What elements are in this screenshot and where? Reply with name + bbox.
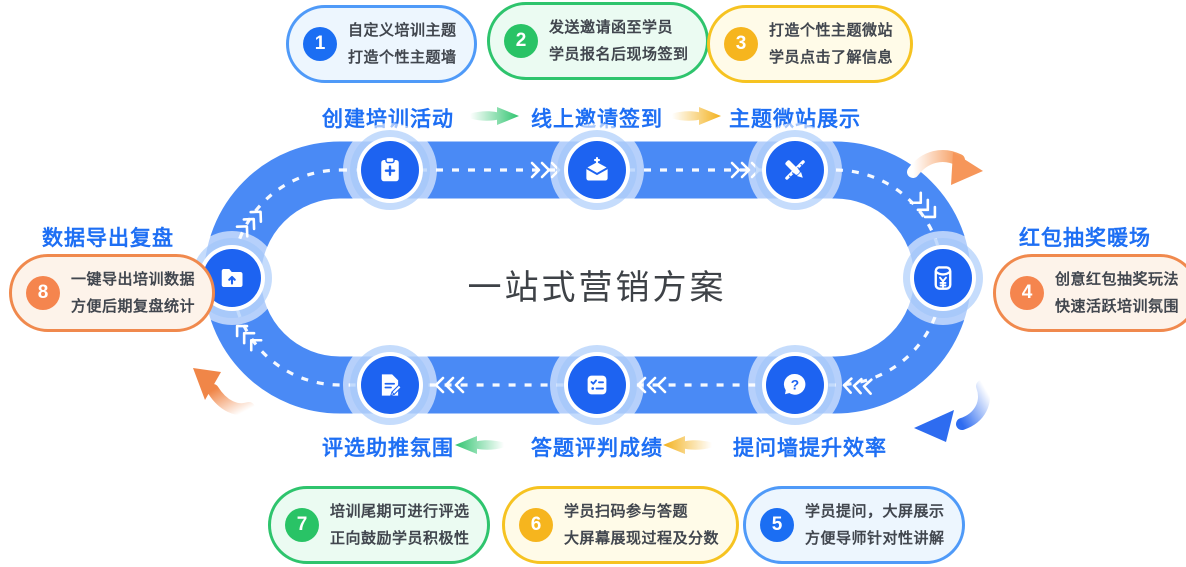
bubble-text-line: 学员扫码参与答题: [564, 503, 689, 520]
bubble-text-line: 学员报名后现场签到: [549, 46, 689, 63]
step-label-red-packet: 红包抽奖暖场: [1019, 227, 1151, 250]
step-number-badge: 3: [724, 27, 758, 61]
bubble-text-line: 学员提问，大屏展示: [805, 503, 945, 520]
question-bubble-icon: ?: [783, 373, 806, 395]
step-label-create-activity: 创建培训活动: [322, 108, 454, 131]
bubble-text-line: 正向鼓励学员积极性: [330, 530, 470, 547]
bubble-text-line: 方便后期复盘统计: [71, 298, 196, 315]
bubble-text-line: 发送邀请函至学员: [549, 19, 674, 36]
clipboard-add-icon: [381, 156, 399, 182]
flow-arrow-right-yellow-icon: [672, 107, 721, 125]
step-number-badge: 4: [1010, 276, 1044, 310]
bubble-step-2: 2 发送邀请函至学员 学员报名后现场签到: [487, 2, 709, 80]
bubble-text-line: 打造个性主题墙: [348, 49, 457, 66]
node-voting: [343, 338, 437, 432]
bubble-text-line: 打造个性主题微站: [769, 22, 894, 39]
node-quiz-score: [550, 338, 644, 432]
track-chevrons: [235, 161, 937, 395]
bubble-step-6: 6 学员扫码参与答题 大屏幕展现过程及分数: [502, 486, 740, 564]
step-number-badge: 6: [519, 508, 553, 542]
page-title: 一站式营销方案: [467, 269, 727, 307]
bubble-text-line: 学员点击了解信息: [769, 49, 894, 66]
step-number-badge: 7: [285, 508, 319, 542]
bubble-step-4: 4 创意红包抽奖玩法 快速活跃培训氛围: [993, 254, 1186, 332]
bubble-step-7: 7 培训尾期可进行评选 正向鼓励学员积极性: [268, 486, 490, 564]
step-label-microsite: 主题微站展示: [729, 108, 861, 131]
red-packet-icon: [934, 266, 952, 290]
step-label-voting: 评选助推氛围: [322, 437, 454, 460]
bubble-step-5: 5 学员提问，大屏展示 方便导师针对性讲解: [743, 486, 965, 564]
bubble-text-line: 自定义培训主题: [348, 22, 457, 39]
bubble-step-1: 1 自定义培训主题 打造个性主题墙: [286, 5, 477, 83]
flow-arrow-left-yellow-icon: [663, 436, 712, 454]
folder-export-icon: [221, 269, 243, 287]
checklist-icon: [587, 375, 607, 395]
step-number-badge: 8: [26, 276, 60, 310]
flow-arrow-left-green-icon: [455, 436, 504, 454]
node-online-signin: [550, 123, 644, 217]
chevron-right-icon: [909, 191, 937, 219]
document-edit-icon: [381, 374, 402, 397]
bubble-step-8: 8 一键导出培训数据 方便后期复盘统计: [9, 254, 216, 332]
bubble-step-3: 3 打造个性主题微站 学员点击了解信息: [707, 5, 914, 83]
node-microsite: [748, 123, 842, 217]
node-question-wall: ?: [748, 338, 842, 432]
curved-arrow-orange-icon: [193, 368, 255, 416]
svg-text:?: ?: [791, 378, 799, 393]
step-number-badge: 5: [760, 508, 794, 542]
bubble-text-line: 培训尾期可进行评选: [330, 503, 470, 520]
bubble-text-line: 快速活跃培训氛围: [1055, 298, 1180, 315]
bubble-text-line: 大屏幕展现过程及分数: [564, 530, 720, 547]
node-create-activity: [343, 123, 437, 217]
step-label-question-wall: 提问墙提升效率: [733, 437, 887, 460]
step-number-badge: 1: [303, 27, 337, 61]
envelope-add-icon: [585, 156, 609, 181]
step-number-badge: 2: [504, 24, 538, 58]
design-tools-icon: [785, 160, 805, 180]
node-red-packet: [896, 231, 990, 325]
step-label-online-signin: 线上邀请签到: [531, 108, 663, 131]
bubble-text-line: 一键导出培训数据: [71, 271, 196, 288]
flow-arrow-right-green-icon: [470, 107, 519, 125]
curved-arrow-blue-icon: [914, 380, 990, 442]
step-label-data-export: 数据导出复盘: [42, 227, 174, 250]
chevron-left-icon: [842, 377, 873, 395]
chevron-up-left-icon: [235, 324, 263, 352]
bubble-text-line: 方便导师针对性讲解: [805, 530, 945, 547]
curved-arrow-orange-icon: [907, 150, 983, 185]
bubble-text-line: 创意红包抽奖玩法: [1055, 271, 1180, 288]
step-label-quiz-score: 答题评判成绩: [531, 437, 663, 460]
